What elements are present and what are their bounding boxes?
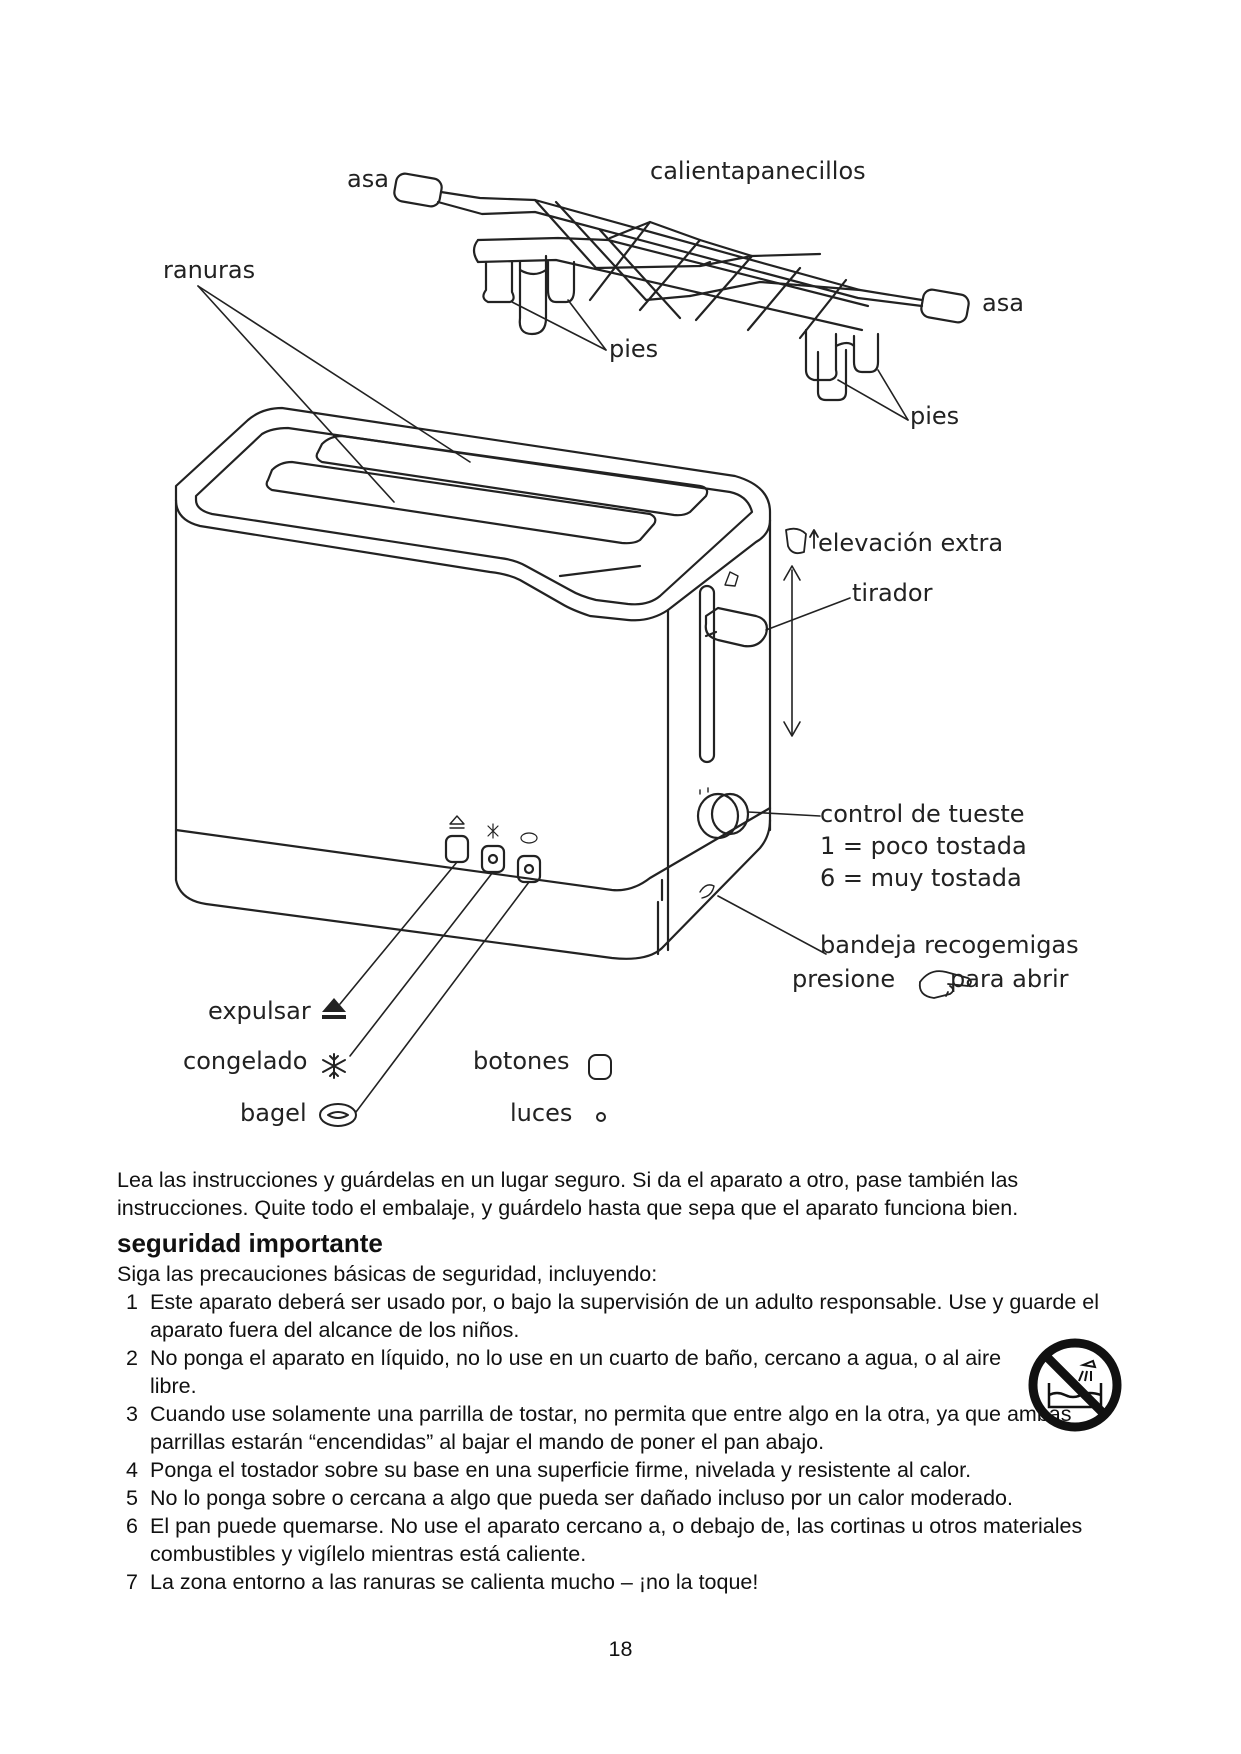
- label-pies-2: pies: [910, 402, 959, 430]
- safety-item-text: No lo ponga sobre o cercana a algo que p…: [150, 1486, 1013, 1510]
- safety-heading: seguridad importante: [117, 1228, 383, 1258]
- hand-press-icon: [918, 970, 972, 999]
- safety-item: 1 Este aparato deberá ser usado por, o b…: [117, 1288, 1127, 1344]
- label-expulsar: expulsar: [208, 997, 311, 1025]
- intro-paragraph: Lea las instrucciones y guárdelas en un …: [117, 1168, 1019, 1220]
- safety-item-number: 2: [126, 1346, 138, 1370]
- toaster-diagram: asa calientapanecillos ranuras asa pies …: [163, 157, 1079, 1127]
- label-control-tueste: control de tueste: [820, 800, 1025, 828]
- extra-lift-icon: [785, 527, 819, 555]
- leader-lines: [197, 285, 909, 1113]
- light-icon: [596, 1112, 606, 1122]
- safety-item-number: 3: [126, 1402, 138, 1426]
- safety-item-text: Cuando use solamente una parrilla de tos…: [150, 1402, 1072, 1454]
- safety-item-text: No ponga el aparato en líquido, no lo us…: [150, 1346, 1002, 1398]
- label-tirador: tirador: [852, 579, 933, 607]
- safety-item: 6 El pan puede quemarse. No use el apara…: [117, 1512, 1127, 1568]
- bagel-icon: [319, 1103, 357, 1127]
- label-asa-right: asa: [982, 289, 1024, 317]
- safety-item-number: 7: [126, 1570, 138, 1594]
- label-pies-1: pies: [609, 335, 658, 363]
- label-elevacion-extra: elevación extra: [818, 529, 1003, 557]
- safety-item-text: Ponga el tostador sobre su base en una s…: [150, 1458, 972, 1482]
- safety-item: 7 La zona entorno a las ranuras se calie…: [117, 1568, 1127, 1596]
- bun-warmer-rack: [393, 172, 970, 402]
- safety-item-number: 6: [126, 1514, 138, 1538]
- safety-item: 3 Cuando use solamente una parrilla de t…: [117, 1400, 1127, 1456]
- label-bandeja: bandeja recogemigas: [820, 931, 1079, 959]
- label-botones: botones: [473, 1047, 570, 1075]
- safety-item-number: 1: [126, 1290, 138, 1314]
- eject-button: [444, 834, 470, 864]
- label-bagel: bagel: [240, 1099, 307, 1127]
- label-luces: luces: [510, 1099, 572, 1127]
- label-asa-left: asa: [347, 165, 389, 193]
- label-tueste-6: 6 = muy tostada: [820, 864, 1022, 892]
- safety-lead: Siga las precauciones básicas de segurid…: [117, 1262, 658, 1286]
- legend-icons: [319, 527, 972, 1127]
- label-congelado: congelado: [183, 1047, 307, 1075]
- safety-list: 1 Este aparato deberá ser usado por, o b…: [117, 1288, 1127, 1596]
- safety-item-number: 4: [126, 1458, 138, 1482]
- label-presione: presione: [792, 965, 895, 993]
- snowflake-icon: [322, 1053, 346, 1079]
- no-water-icon: [1028, 1338, 1122, 1432]
- safety-item-number: 5: [126, 1486, 138, 1510]
- label-para-abrir: para abrir: [950, 965, 1069, 993]
- page-number: 18: [608, 1637, 633, 1661]
- label-tueste-1: 1 = poco tostada: [820, 832, 1027, 860]
- safety-item-text: Este aparato deberá ser usado por, o baj…: [150, 1290, 1100, 1342]
- safety-item-text: La zona entorno a las ranuras se calient…: [150, 1570, 759, 1594]
- toaster-body: [174, 406, 772, 960]
- eject-icon: [322, 998, 346, 1019]
- safety-item: 2 No ponga el aparato en líquido, no lo …: [117, 1344, 1127, 1400]
- instructions-text: Lea las instrucciones y guárdelas en un …: [117, 1166, 1127, 1596]
- safety-item: 4 Ponga el tostador sobre su base en una…: [117, 1456, 1127, 1484]
- safety-item: 5 No lo ponga sobre o cercana a algo que…: [117, 1484, 1127, 1512]
- safety-item-text: El pan puede quemarse. No use el aparato…: [150, 1514, 1083, 1566]
- label-ranuras: ranuras: [163, 256, 255, 284]
- label-calientapanecillos: calientapanecillos: [650, 157, 866, 185]
- button-icon: [588, 1054, 612, 1080]
- frozen-button: [480, 844, 506, 874]
